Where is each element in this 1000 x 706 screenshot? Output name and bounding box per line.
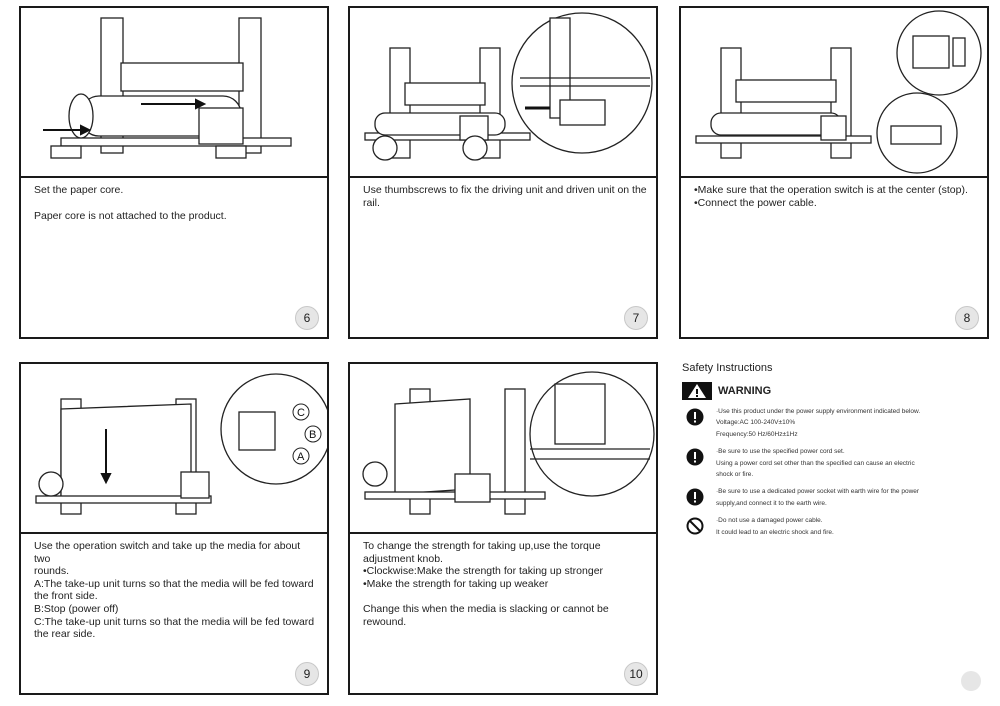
callout-c: C — [297, 407, 305, 419]
step-panel-9: C B A Use the operation switch and take … — [19, 362, 329, 695]
step-number: 8 — [955, 306, 979, 330]
step-illustration-paper-core — [21, 8, 327, 178]
step-text: •Make sure that the operation switch is … — [694, 184, 968, 209]
step-text: Use thumbscrews to fix the driving unit … — [363, 184, 647, 209]
step-illustration-thumbscrews — [350, 8, 656, 178]
step-text: Set the paper core. Paper core is not at… — [34, 184, 227, 222]
safety-item: ·Do not use a damaged power cable. It co… — [682, 515, 982, 538]
page-corner-dot — [961, 671, 981, 691]
step-panel-7: Use thumbscrews to fix the driving unit … — [348, 6, 658, 339]
safety-item: ·Be sure to use a dedicated power socket… — [682, 486, 982, 509]
safety-item: ·Be sure to use the specified power cord… — [682, 446, 982, 480]
callout-a: A — [297, 451, 305, 463]
warning-label: WARNING — [718, 385, 772, 397]
step-panel-8: •Make sure that the operation switch is … — [679, 6, 989, 339]
exclamation-icon — [686, 408, 704, 426]
step-illustration-operation-switch — [681, 8, 987, 178]
step-panel-6: Set the paper core. Paper core is not at… — [19, 6, 329, 339]
exclamation-icon — [686, 448, 704, 466]
step-illustration-torque-knob — [350, 364, 656, 534]
warning-icon — [682, 382, 712, 400]
step-text: Use the operation switch and take up the… — [34, 540, 315, 641]
safety-instructions: Safety Instructions WARNING ·Use this pr… — [682, 362, 982, 544]
step-number: 9 — [295, 662, 319, 686]
callout-b: B — [309, 429, 316, 441]
safety-item: ·Use this product under the power supply… — [682, 406, 982, 440]
safety-title: Safety Instructions — [682, 362, 773, 374]
step-number: 10 — [624, 662, 648, 686]
exclamation-icon — [686, 488, 704, 506]
step-number: 6 — [295, 306, 319, 330]
step-number: 7 — [624, 306, 648, 330]
step-illustration-take-up-media: C B A — [21, 364, 327, 534]
step-panel-10: To change the strength for taking up,use… — [348, 362, 658, 695]
step-text: To change the strength for taking up,use… — [363, 540, 609, 628]
warning-header: WARNING — [682, 382, 982, 400]
prohibited-icon — [686, 517, 704, 535]
